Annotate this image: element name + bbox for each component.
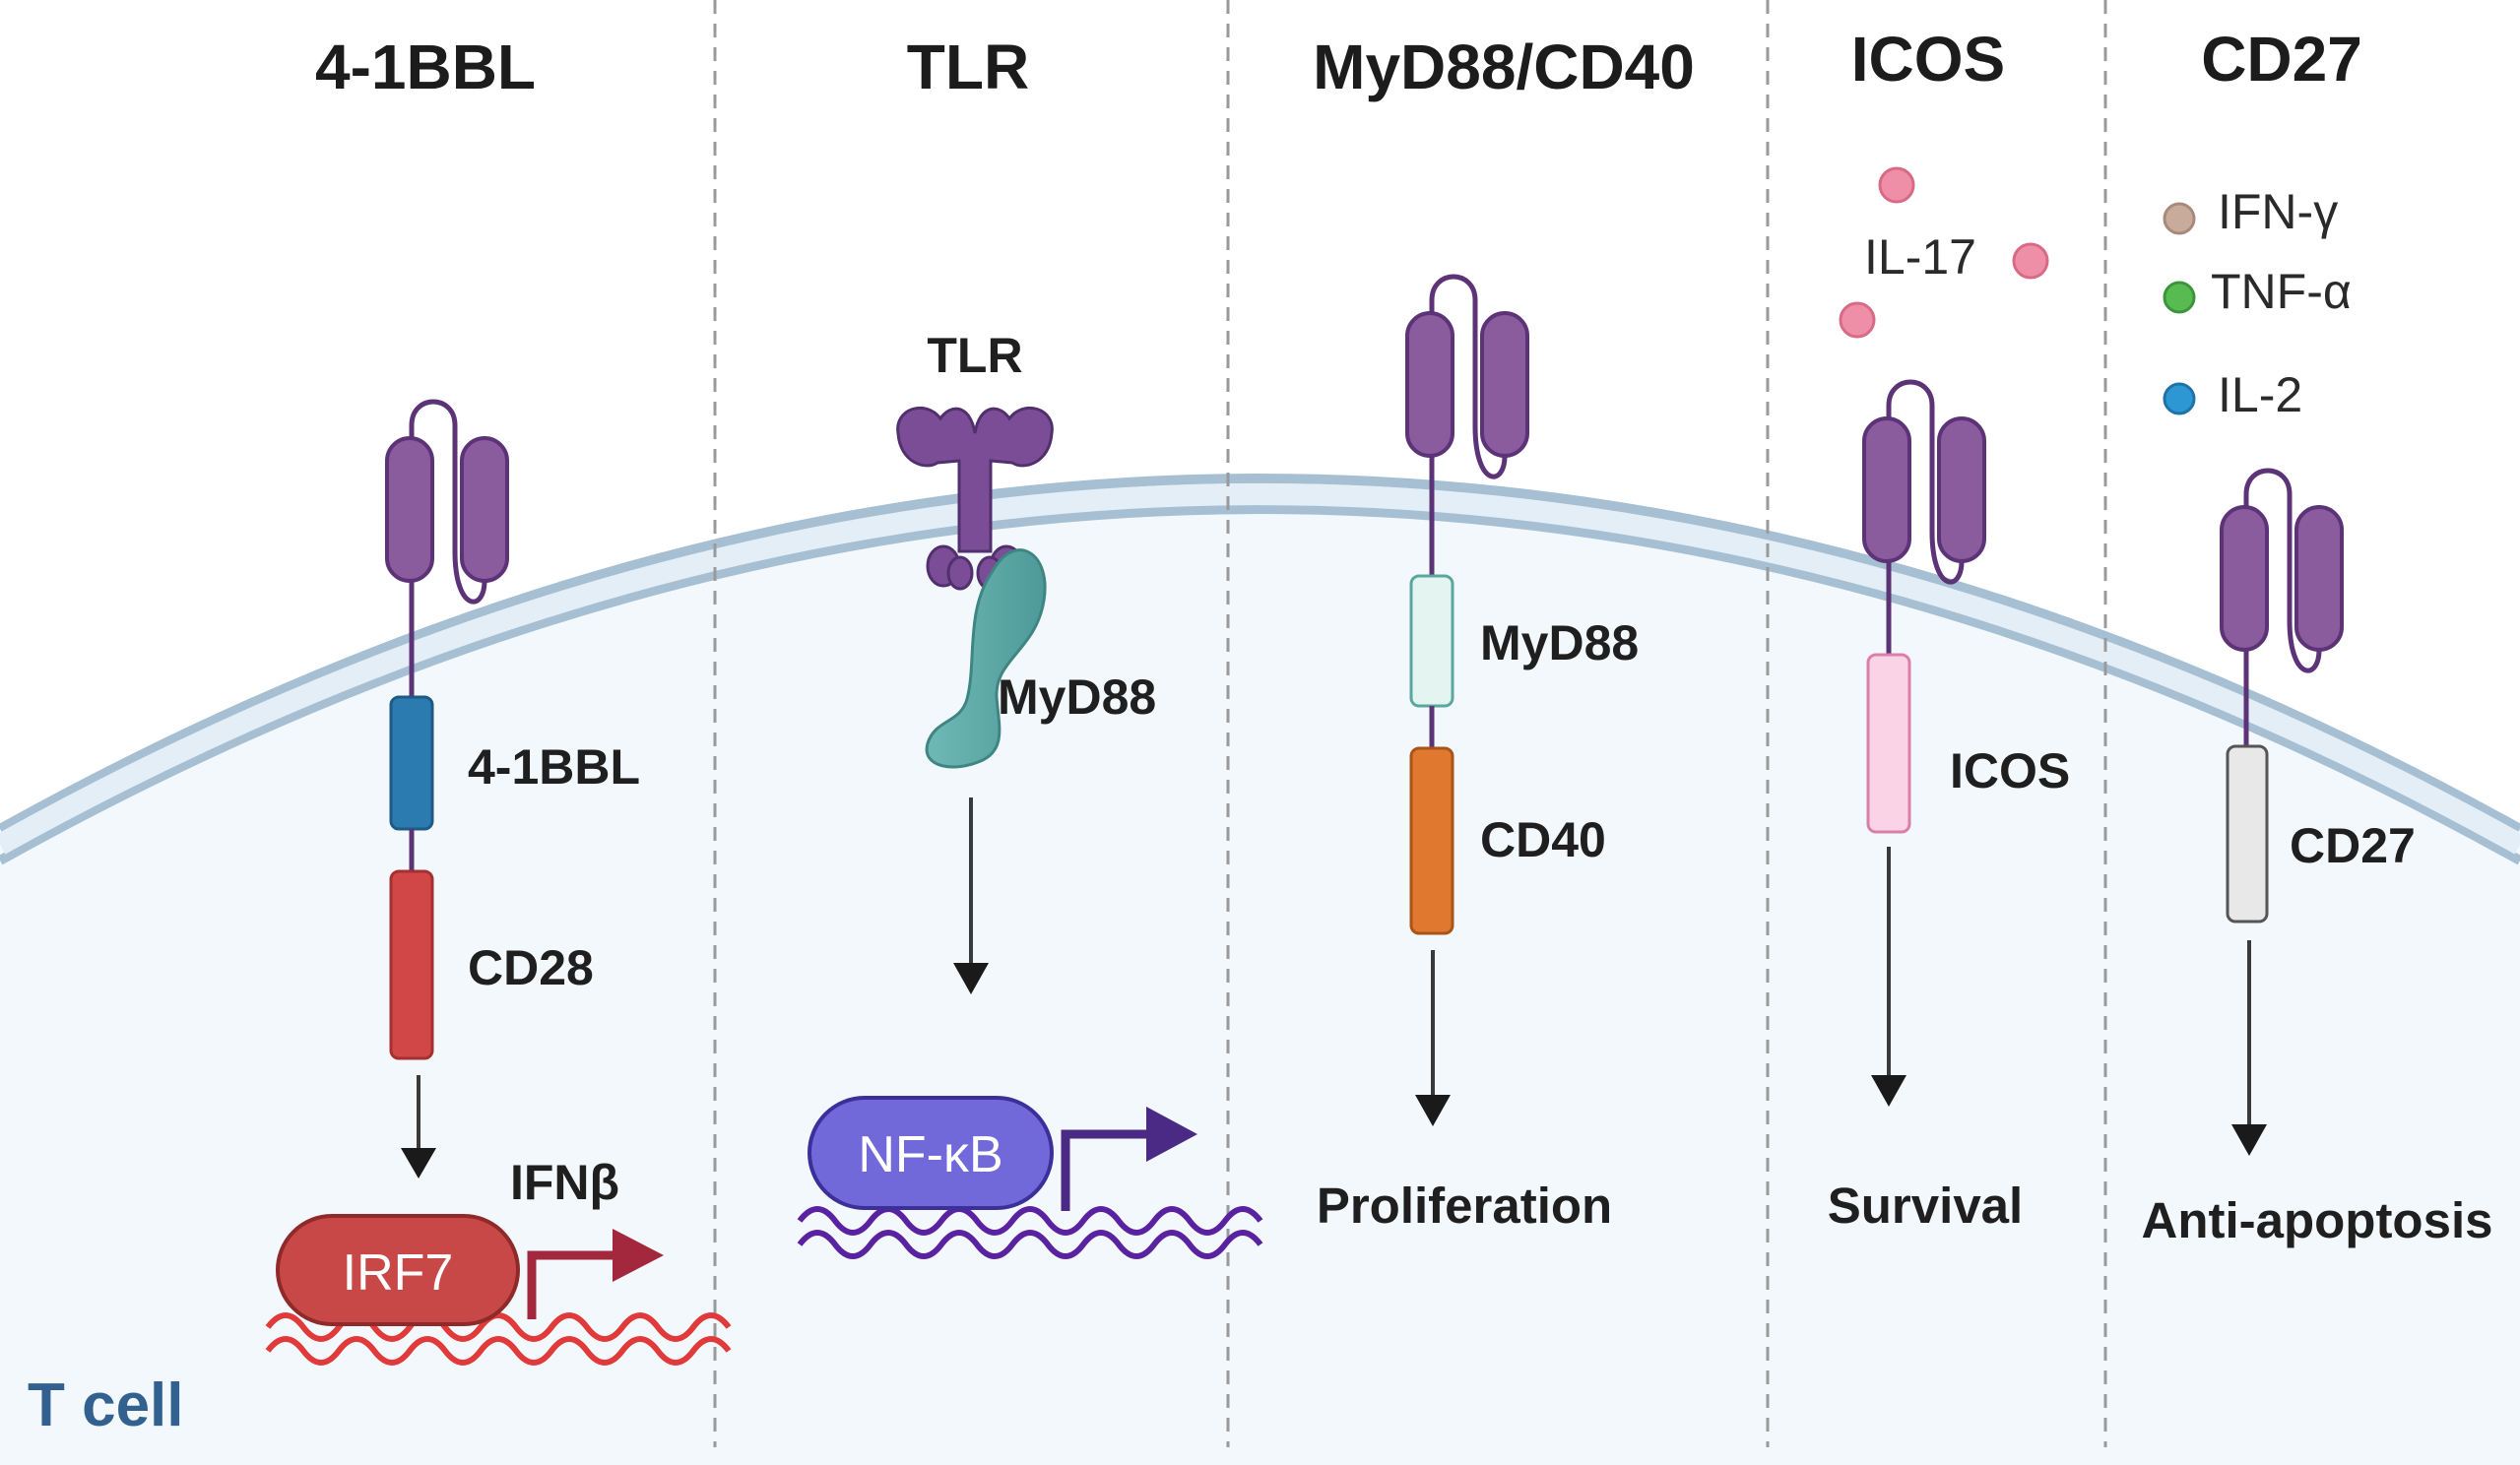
domain-label-icos: ICOS [1950,743,2070,798]
domain-cd27 [2226,744,2269,924]
outcome-label-proliferation: Proliferation [1317,1178,1612,1234]
cell-membrane-inner [0,504,2520,865]
receptor-icon [2220,468,2344,746]
arrowhead-col2 [953,963,989,994]
transcription-arrow-icon [1061,1107,1197,1211]
column-dividers [713,0,2107,1447]
cell-label: T cell [28,1371,184,1439]
receptor-icon [1405,274,1529,576]
arrowhead-col4 [1871,1075,1906,1107]
outcome-label-survival: Survival [1828,1178,2023,1234]
cytokine-label-il2: IL-2 [2218,367,2302,422]
domain-label-cd28: CD28 [468,940,594,995]
tf-label-nfkb: NF-κB [858,1126,1002,1183]
adaptor-label-myd88: MyD88 [998,669,1156,725]
cytokine-dot-icon [1839,166,2049,339]
domain-cd28 [389,869,434,1060]
transcription-factor-irf7 [276,1214,520,1326]
transcription-factor-nfkb [808,1096,1054,1210]
column-title-myd88-cd40: MyD88/CD40 [1313,32,1695,102]
dna-helix-icon [797,1206,1263,1259]
cytokine-dot-icon [2163,382,2196,415]
receptor-label-tlr: TLR [927,328,1022,383]
domain-icos [1866,653,1911,834]
cytokine-label-ifng: IFN-γ [2218,184,2338,239]
arrowhead-col5 [2231,1124,2267,1156]
arrowhead-col1 [401,1148,436,1178]
cytokine-label-il17: IL-17 [1864,229,1976,285]
cytokine-dot-icon [2163,202,2196,235]
column-title-41bbl: 4-1BBL [315,32,536,102]
domain-label-myd88: MyD88 [1480,615,1639,670]
receptor-icon [385,399,509,697]
tf-label-irf7: IRF7 [343,1244,454,1302]
domain-cd40 [1409,746,1454,935]
receptor-icon [1862,379,1986,655]
domain-41bbl [389,695,434,831]
domain-label-cd40: CD40 [1480,812,1606,867]
cytokine-label-tnfa: TNF-α [2211,264,2352,319]
gene-label-ifnb: IFNβ [510,1155,619,1210]
outcome-label-anti-apoptosis: Anti-apoptosis [2142,1192,2493,1248]
domain-label-41bbl: 4-1BBL [468,739,640,795]
myd88-adaptor-icon [925,548,1047,769]
column-title-icos: ICOS [1851,24,2005,95]
column-title-cd27: CD27 [2201,24,2362,95]
cell-membrane-core [0,483,2520,855]
domain-label-cd27: CD27 [2290,818,2416,873]
cell-membrane-outer [0,474,2520,834]
column-title-tlr: TLR [907,32,1029,102]
transcription-arrow-icon [527,1229,664,1319]
domain-myd88 [1409,574,1454,708]
arrowhead-col3 [1415,1095,1451,1126]
cytokine-dot-icon [2163,281,2196,314]
